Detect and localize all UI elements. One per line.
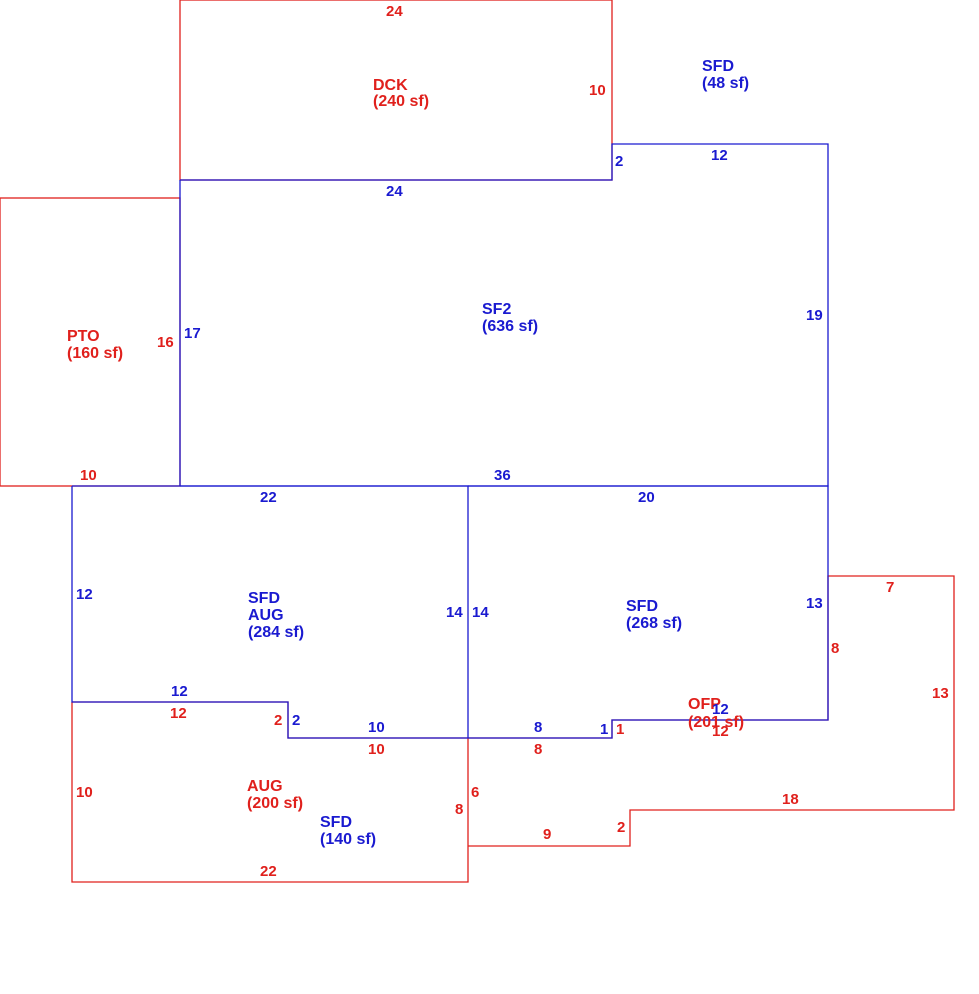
dim-ofp-step1: 1	[616, 721, 624, 738]
dim-ofp-left: 8	[831, 640, 839, 657]
sfd-right-area: (268 sf)	[626, 615, 682, 632]
dim-sfdr-right: 13	[806, 595, 823, 612]
dim-sfdaug-top: 22	[260, 489, 277, 506]
sf2-area: (636 sf)	[482, 318, 538, 335]
dim-ofp-step: 2	[617, 819, 625, 836]
dim-sfdaug-lower-top: 12	[171, 683, 188, 700]
dim-sfdaug-bottom: 10	[368, 719, 385, 736]
sfd-top-name: SFD	[702, 58, 734, 75]
sf2-name: SF2	[482, 301, 511, 318]
sfd-bottom-area: (140 sf)	[320, 831, 376, 848]
dim-sf2-step: 2	[615, 153, 623, 170]
dim-sfdr-top: 20	[638, 489, 655, 506]
dim-aug-bottom: 22	[260, 863, 277, 880]
sfd-aug-name1: SFD	[248, 590, 280, 607]
aug-name: AUG	[247, 778, 283, 795]
dim-ofp-bottom-right: 18	[782, 791, 799, 808]
aug-area: (200 sf)	[247, 795, 303, 812]
dck-area: (240 sf)	[373, 93, 429, 110]
dim-ofp-left-low: 6	[471, 784, 479, 801]
dim-ofp-right: 13	[932, 685, 949, 702]
dim-sfdr-bottom1: 8	[534, 719, 542, 736]
sfd-bottom-name: SFD	[320, 814, 352, 831]
pto-name: PTO	[67, 328, 100, 345]
dim-pto-right: 16	[157, 334, 174, 351]
dim-aug-right: 8	[455, 801, 463, 818]
dim-sf2-left: 17	[184, 325, 201, 342]
dim-aug-top: 12	[170, 705, 187, 722]
sfd-aug-area: (284 sf)	[248, 624, 304, 641]
dim-dck-top: 24	[386, 3, 403, 20]
dim-sf2-top-right: 12	[711, 147, 728, 164]
dim-ofp-top2: 12	[712, 723, 729, 740]
dim-sfdr-left: 14	[472, 604, 489, 621]
dim-ofp-top1: 8	[534, 741, 542, 758]
dim-pto-bottom: 10	[80, 467, 97, 484]
dim-sf2-top-left: 24	[386, 183, 403, 200]
sfd-aug-name2: AUG	[248, 607, 284, 624]
dim-ofp-top: 7	[886, 579, 894, 596]
ofp-area: (201 sf)	[688, 714, 744, 731]
dim-sfdr-step: 1	[600, 721, 608, 738]
sfd-right-name: SFD	[626, 598, 658, 615]
dim-aug-step: 2	[274, 712, 282, 729]
dim-dck-right: 10	[589, 82, 606, 99]
sfd-right-outline	[468, 485, 829, 739]
sfd-top-area: (48 sf)	[702, 75, 749, 92]
dck-name: DCK	[373, 77, 408, 94]
pto-area: (160 sf)	[67, 345, 123, 362]
ofp-name: OFP	[688, 696, 721, 713]
dim-sfdaug-step: 2	[292, 712, 300, 729]
dim-sf2-bottom: 36	[494, 467, 511, 484]
dim-aug-left: 10	[76, 784, 93, 801]
dim-sf2-right: 19	[806, 307, 823, 324]
dim-sfdr-bottom2: 12	[712, 701, 729, 718]
dim-sfdaug-right: 14	[446, 604, 463, 621]
dim-ofp-bottom-left: 9	[543, 826, 551, 843]
dim-aug-top2: 10	[368, 741, 385, 758]
dim-sfdaug-left: 12	[76, 586, 93, 603]
